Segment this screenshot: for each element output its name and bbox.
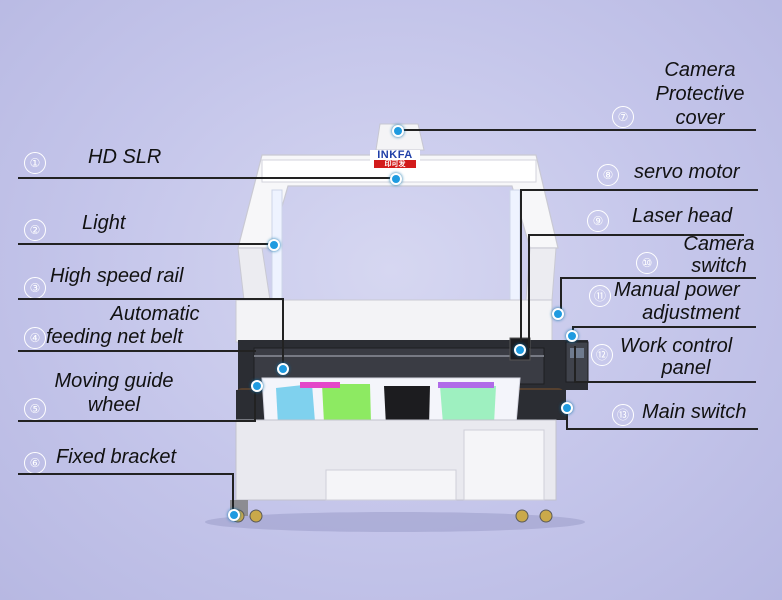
callout-4-number: ④ <box>24 327 46 349</box>
light-strip-right <box>509 189 521 301</box>
wheel-left-2 <box>249 509 263 523</box>
callout-11-line <box>574 326 756 328</box>
callout-6-dot <box>228 509 240 521</box>
callout-6-number: ⑥ <box>24 452 46 474</box>
wheel-right-2 <box>539 509 553 523</box>
callout-6-line-drop <box>232 473 234 513</box>
callout-10-line-drop <box>560 277 562 309</box>
stand-panel-right <box>463 429 545 501</box>
callout-4-label-line1: Automatic <box>110 303 200 325</box>
callout-8-line-drop <box>520 189 522 341</box>
callout-3-number: ③ <box>24 277 46 299</box>
callout-12-line-drop <box>574 346 576 383</box>
callout-7-label-line1: Camera <box>664 59 736 81</box>
callout-12-number: ⑫ <box>591 344 613 366</box>
callout-5-label-line2: wheel <box>87 394 141 416</box>
callout-10-number: ⑩ <box>636 252 658 274</box>
callout-7-label-line3: cover <box>675 107 725 129</box>
callout-3-line <box>18 298 284 300</box>
callout-3-line-drop <box>282 298 284 366</box>
callout-9-line-drop <box>528 234 530 348</box>
callout-9-dot <box>514 344 526 356</box>
callout-4-line <box>18 350 256 352</box>
callout-1-number: ① <box>24 152 46 174</box>
callout-11-label-line1: Manual power <box>614 279 740 301</box>
callout-7-line <box>398 129 756 131</box>
callout-2-number: ② <box>24 219 46 241</box>
callout-10-dot <box>552 308 564 320</box>
callout-10-label-line1: Camera <box>683 233 755 255</box>
control-panel-screen <box>570 348 584 358</box>
callout-8-label: servo motor <box>634 161 740 183</box>
callout-5-number: ⑤ <box>24 398 46 420</box>
callout-5-dot <box>251 380 263 392</box>
callout-12-label-line1: Work control <box>620 335 733 357</box>
callout-1-line <box>18 177 394 179</box>
callout-2-label: Light <box>82 212 126 234</box>
print-purple-band <box>438 382 494 388</box>
callout-7-label-line2: Protective <box>655 83 745 105</box>
callout-13-dot <box>561 402 573 414</box>
callout-2-dot <box>268 239 280 251</box>
brand-logo-text: INKFA <box>377 149 413 161</box>
callout-13-number: ⑬ <box>612 404 634 426</box>
wheel-right-1 <box>515 509 529 523</box>
callout-10-label-line2: switch <box>691 255 747 277</box>
callout-11-label-line2: adjustment <box>642 302 740 324</box>
floor-shadow <box>205 512 585 532</box>
brand-logo: INKFA 印可发 <box>373 150 417 169</box>
gantry-leg-left <box>237 247 271 301</box>
callout-7-dot <box>392 125 404 137</box>
callout-12-line <box>576 381 756 383</box>
callout-11-number: ⑪ <box>589 285 611 307</box>
callout-5-line <box>18 420 254 422</box>
callout-8-line <box>522 189 758 191</box>
callout-5-label-line1: Moving guide <box>54 370 174 392</box>
callout-2-line <box>18 243 272 245</box>
callout-7-number: ⑦ <box>612 106 634 128</box>
upper-cabinet <box>235 299 553 343</box>
callout-9-label: Laser head <box>632 205 733 227</box>
callout-13-line <box>568 428 758 430</box>
brand-logo-sub: 印可发 <box>384 161 406 168</box>
callout-6-label: Fixed bracket <box>56 446 177 468</box>
callout-4-label-line2: feeding net belt <box>46 326 183 348</box>
gantry-leg-right <box>525 247 557 301</box>
callout-11-dot <box>566 330 578 342</box>
callout-13-line-drop <box>566 406 568 430</box>
callout-3-dot <box>277 363 289 375</box>
callout-12-label-line2: panel <box>661 357 711 379</box>
callout-13-label: Main switch <box>642 401 747 423</box>
callout-1-label: HD SLR <box>88 146 162 168</box>
callout-9-line <box>530 234 744 236</box>
callout-10-line <box>562 277 756 279</box>
callout-1-dot <box>390 173 402 185</box>
stand-panel-left <box>325 469 457 501</box>
callout-9-number: ⑨ <box>587 210 609 232</box>
callout-8-number: ⑧ <box>597 164 619 186</box>
callout-5-line-rise <box>254 386 256 422</box>
logo-red-bar <box>374 160 416 168</box>
callout-6-line <box>18 473 234 475</box>
callout-3-label: High speed rail <box>50 265 184 287</box>
print-magenta-band <box>300 382 340 388</box>
